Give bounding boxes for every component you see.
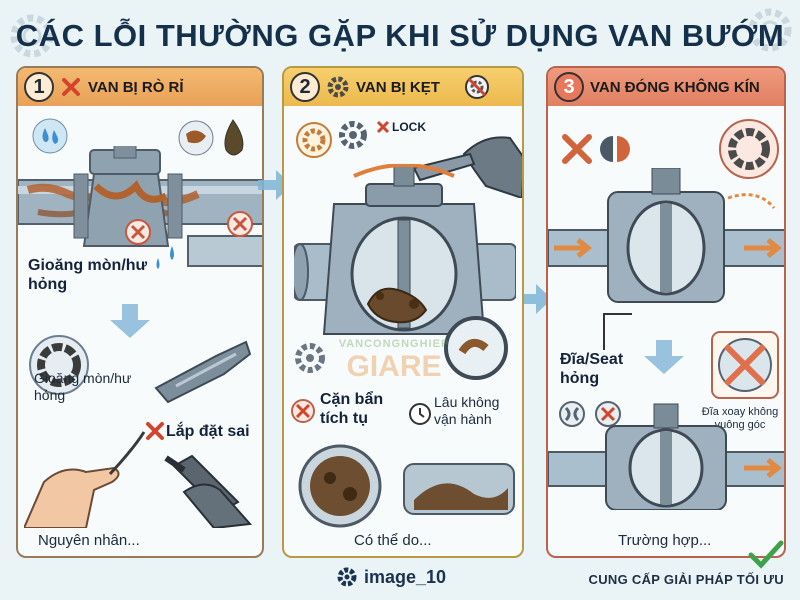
label-gasket-worn: Gioăng mòn/hư hỏng — [28, 257, 148, 294]
pointer-line — [603, 313, 632, 350]
panel-caption: Trường hợp... — [618, 532, 712, 549]
watermark: VANCONGNGHIEP GIARE — [338, 338, 450, 383]
x-mark-icon — [146, 422, 164, 440]
gear-logo-icon — [337, 567, 357, 587]
arrow-right-icon — [518, 284, 552, 314]
hand-with-wrench-illustration — [414, 136, 522, 198]
x-mark-icon — [595, 401, 621, 427]
water-drop-icon — [32, 118, 68, 154]
panel-header: 3 VAN ĐÓNG KHÔNG KÍN — [548, 68, 784, 106]
gasket-ring-icon — [719, 119, 779, 179]
label-debris-buildup: Cặn bẩn tích tụ — [320, 391, 384, 428]
panel-not-sealed: 3 VAN ĐÓNG KHÔNG KÍN Đĩa/Seat hỏng Đĩa x… — [546, 66, 786, 558]
panel-number: 3 — [554, 72, 584, 102]
label-long-idle: Lâu không vận hành — [434, 394, 500, 427]
no-gear-icon — [464, 75, 489, 99]
label-disc-seat-damaged: Đĩa/Seat hỏng — [560, 351, 624, 388]
footer-slogan: CUNG CẤP GIẢI PHÁP TỐI ƯU — [588, 572, 784, 587]
arrow-down-icon — [110, 304, 150, 338]
label-disc-not-square: Đĩa xoay không vuông góc — [701, 406, 779, 432]
broken-gasket-illustration — [154, 340, 252, 404]
stuck-valve-illustration — [294, 164, 516, 335]
gear-icon — [327, 76, 349, 98]
panel-caption: Nguyên nhân... — [38, 532, 140, 549]
page-title: CÁC LỖI THƯỜNG GẶP KHI SỬ DỤNG VAN BƯỚM — [15, 18, 785, 53]
no-gear-icon — [291, 399, 315, 423]
broken-disc-icon — [559, 401, 585, 427]
panel-caption: Có thể do... — [354, 532, 432, 549]
background-gear-icon — [10, 14, 54, 58]
lock-label: LOCK — [392, 120, 426, 134]
magnifier-icon — [444, 316, 508, 380]
panel-stuck: 2 VAN BỊ KẸT LOCK VANCONGNGHIEP GIARE Cặ… — [282, 66, 524, 558]
rust-drop-icon — [178, 119, 244, 156]
gear-icon — [296, 122, 332, 158]
panel-number: 1 — [24, 72, 54, 102]
panel-header: 1 VAN BỊ RÒ RỈ — [18, 68, 262, 106]
gasket-ring-icon — [29, 335, 89, 395]
panel-title: VAN BỊ RÒ RỈ — [88, 78, 184, 96]
x-mark-icon — [376, 120, 390, 134]
gear-icon — [339, 121, 367, 149]
debris-pipe-illustration — [298, 444, 515, 528]
hand-with-screwdriver-illustration — [24, 431, 253, 528]
background-gear-icon — [748, 8, 792, 52]
panel-leak: 1 VAN BỊ RÒ RỈ Gioăng mòn/hư hỏng Gioăng… — [16, 66, 264, 558]
misaligned-disc-icon — [711, 331, 779, 399]
leaking-valve-illustration — [548, 168, 784, 303]
panel-number: 2 — [290, 72, 320, 102]
broken-seat-icon — [600, 136, 630, 162]
panel-title: VAN ĐÓNG KHÔNG KÍN — [590, 78, 760, 96]
closed-valve-illustration — [548, 403, 784, 510]
rusty-valve-illustration — [18, 146, 262, 269]
logo: image_10 — [336, 566, 446, 588]
panel-header: 2 VAN BỊ KẸT — [284, 68, 522, 106]
label-gasket-worn-small: Gioăng mòn/hư hỏng — [34, 370, 132, 403]
logo-text: image_10 — [364, 566, 447, 587]
panel-title: VAN BỊ KẸT — [356, 78, 440, 96]
check-icon — [748, 540, 784, 569]
x-mark-icon — [62, 78, 80, 96]
label-wrong-install: Lắp đặt sai — [166, 423, 250, 440]
x-mark-icon — [562, 134, 592, 164]
clock-icon — [409, 403, 431, 425]
arrow-down-icon — [644, 340, 684, 374]
gear-icon — [295, 343, 325, 373]
